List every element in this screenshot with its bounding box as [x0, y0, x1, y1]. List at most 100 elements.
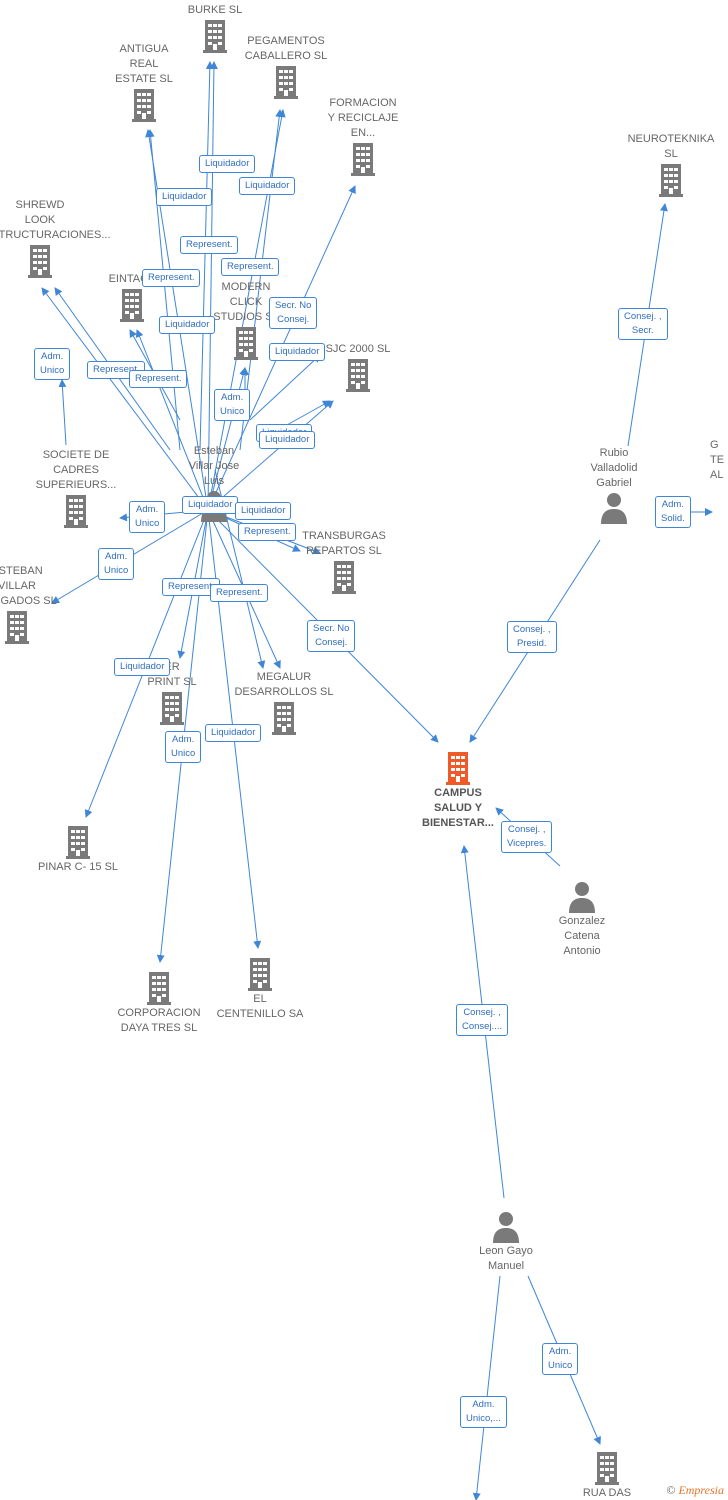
node-label: ER PRINT SL	[147, 661, 197, 688]
copyright-symbol: ©	[666, 1483, 676, 1497]
node-corporacion-daya[interactable]: CORPORACION DAYA TRES SL	[106, 970, 212, 1036]
edge-badge-adm-unico[interactable]: Adm. Unico	[542, 1343, 579, 1375]
connector-edge	[207, 61, 218, 511]
connector-edge	[472, 1275, 501, 1500]
edge-badge-liquidador[interactable]: Liquidador	[156, 188, 213, 206]
edge-badge-represent[interactable]: Represent.	[180, 236, 239, 254]
node-label: G TE AL	[710, 439, 725, 481]
edge-badge-represent[interactable]: Represent.	[238, 523, 297, 541]
edge-badge-consej-consej[interactable]: Consej. , Consej....	[456, 1004, 509, 1036]
node-antigua-real-estate[interactable]: ANTIGUA REAL ESTATE SL	[99, 42, 189, 123]
connector-edge	[58, 379, 67, 446]
node-label: CORPORACION DAYA TRES SL	[117, 1007, 201, 1034]
node-er-print[interactable]: ER PRINT SL	[140, 660, 204, 726]
node-campus-salud[interactable]: CAMPUS SALUD Y BIENESTAR...	[410, 750, 506, 831]
edge-badge-liquidador[interactable]: Liquidador	[159, 316, 216, 334]
edge-badge-represent[interactable]: Represent.	[129, 370, 188, 388]
node-esteban-villar-abogados[interactable]: ESTEBAN VILLAR ABOGADOS SL	[0, 564, 62, 645]
edge-badge-consej-secr[interactable]: Consej. , Secr.	[618, 308, 668, 340]
edge-badge-secr-no-consej[interactable]: Secr. No Consej.	[269, 297, 318, 329]
node-modern-click[interactable]: MODERN CLICK STUDIOS SL	[200, 280, 292, 361]
edge-badge-represent[interactable]: Represent.	[210, 584, 269, 602]
connector-edge	[207, 109, 286, 511]
person-icon	[601, 493, 627, 524]
node-label: PINAR C- 15 SL	[37, 861, 119, 873]
brand-logo: Empresia	[678, 1483, 724, 1497]
node-rubio-valladolid[interactable]: Rubio Valladolid Gabriel	[572, 446, 656, 525]
node-label: RUA DAS	[582, 1487, 632, 1499]
building-icon	[272, 702, 296, 735]
node-label: Leon Gayo Manuel	[479, 1245, 533, 1272]
building-icon	[274, 66, 298, 99]
edge-badge-consej-vicepres[interactable]: Consej. , Vicepres.	[501, 821, 553, 853]
node-neuroteknika[interactable]: NEUROTEKNIKA SL	[616, 132, 726, 198]
edge-badge-liquidador[interactable]: Liquidador	[182, 496, 239, 514]
node-megalur[interactable]: MEGALUR DESARROLLOS SL	[228, 670, 340, 736]
edge-badge-adm-unico[interactable]: Adm. Unico	[98, 548, 135, 580]
building-icon	[332, 561, 356, 594]
building-icon	[248, 958, 272, 991]
node-el-centenillo[interactable]: EL CENTENILLO SA	[208, 956, 312, 1022]
edge-badge-represent[interactable]: Represent.	[162, 578, 221, 596]
node-rua-das[interactable]: RUA DAS	[572, 1450, 642, 1500]
building-icon-focus	[446, 752, 470, 785]
node-label: Esteban Villar Jose Luis	[188, 445, 240, 487]
node-shrewd-look[interactable]: SHREWD LOOK ESTRUCTURACIONES...	[0, 198, 111, 279]
node-leon-gayo[interactable]: Leon Gayo Manuel	[466, 1210, 546, 1274]
building-icon	[147, 972, 171, 1005]
node-label: SHREWD LOOK ESTRUCTURACIONES...	[0, 199, 111, 241]
edge-badge-represent[interactable]: Represent.	[142, 269, 201, 287]
node-label: SOCIETE DE CADRES SUPERIEURS...	[35, 449, 117, 491]
building-icon	[132, 89, 156, 122]
building-icon	[5, 611, 29, 644]
node-formacion-reciclaje[interactable]: FORMACION Y RECICLAJE EN...	[318, 96, 408, 177]
node-label: Gonzalez Catena Antonio	[558, 915, 606, 957]
edge-badge-liquidador[interactable]: Liquidador	[205, 724, 262, 742]
edge-badge-adm-unico[interactable]: Adm. Unico	[165, 731, 202, 763]
node-societe-cadres[interactable]: SOCIETE DE CADRES SUPERIEURS...	[20, 448, 132, 529]
node-label: ANTIGUA REAL ESTATE SL	[115, 43, 173, 85]
node-label: TRANSBURGAS REPARTOS SL	[302, 530, 386, 557]
node-transburgas[interactable]: TRANSBURGAS REPARTOS SL	[290, 529, 398, 595]
node-sjc-2000[interactable]: SJC 2000 SL	[318, 342, 398, 393]
node-label: EL CENTENILLO SA	[216, 993, 304, 1020]
node-label: NEUROTEKNIKA SL	[627, 133, 715, 160]
building-icon	[346, 359, 370, 392]
edge-badge-liquidador[interactable]: Liquidador	[235, 502, 292, 520]
node-pegamentos-caballero[interactable]: PEGAMENTOS CABALLERO SL	[236, 34, 336, 100]
node-immobiliarias-burke[interactable]: INMOBILIARIAS BURKE SL	[160, 0, 270, 54]
node-label: MEGALUR DESARROLLOS SL	[234, 671, 334, 698]
edge-badge-liquidador[interactable]: Liquidador	[114, 658, 171, 676]
building-icon	[203, 20, 227, 53]
edge-badge-secr-no-consej[interactable]: Secr. No Consej.	[307, 620, 356, 652]
node-g-te-al[interactable]: G TE AL	[710, 438, 728, 483]
edge-badge-liquidador[interactable]: Liquidador	[259, 431, 316, 449]
node-label: CAMPUS SALUD Y BIENESTAR...	[422, 787, 494, 829]
node-gonzalez-catena[interactable]: Gonzalez Catena Antonio	[542, 880, 622, 959]
person-icon	[569, 882, 595, 913]
edge-badge-adm-solid[interactable]: Adm. Solid.	[655, 496, 691, 528]
building-icon	[351, 143, 375, 176]
edge-badge-liquidador[interactable]: Liquidador	[199, 155, 256, 173]
edge-badge-adm-unico[interactable]: Adm. Unico,...	[460, 1396, 507, 1428]
connector-edge	[135, 329, 209, 511]
node-label: SJC 2000 SL	[325, 343, 391, 355]
edge-badge-adm-unico[interactable]: Adm. Unico	[34, 348, 71, 380]
edge-badge-represent[interactable]: Represent.	[221, 258, 280, 276]
edge-badge-adm-unico[interactable]: Adm. Unico	[129, 501, 166, 533]
edge-badge-liquidador[interactable]: Liquidador	[239, 177, 296, 195]
edge-badge-consej-presid[interactable]: Consej. , Presid.	[507, 621, 557, 653]
edge-badge-adm-unico[interactable]: Adm. Unico	[214, 389, 251, 421]
building-icon	[595, 1452, 619, 1485]
building-icon	[659, 164, 683, 197]
edge-badge-liquidador[interactable]: Liquidador	[269, 343, 326, 361]
node-label: PEGAMENTOS CABALLERO SL	[244, 35, 328, 62]
node-label: MODERN CLICK STUDIOS SL	[213, 281, 278, 323]
node-pinar-c15[interactable]: PINAR C- 15 SL	[28, 824, 128, 875]
connector-edge	[146, 129, 181, 451]
node-label: ESTEBAN VILLAR ABOGADOS SL	[0, 565, 57, 607]
node-label: Rubio Valladolid Gabriel	[590, 447, 638, 489]
node-esteban-villar[interactable]: Esteban Villar Jose Luis	[172, 444, 256, 523]
